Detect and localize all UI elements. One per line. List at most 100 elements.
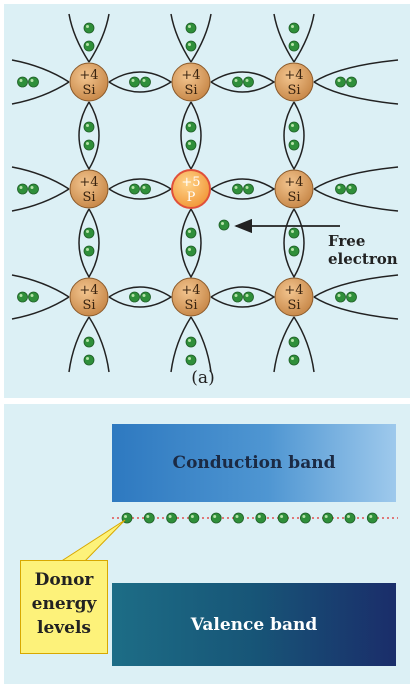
bond-curve xyxy=(11,166,70,190)
donor-electron xyxy=(210,512,222,524)
bond-curve xyxy=(11,81,70,105)
bond-curve xyxy=(313,296,399,320)
silicon-atom: +4Si xyxy=(69,62,109,102)
conduction-band: Conduction band xyxy=(112,424,396,502)
electron-highlight xyxy=(142,79,146,82)
silicon-charge-label: +4 xyxy=(79,283,98,298)
free-electron-label-line-2: electron xyxy=(328,250,398,268)
silicon-core xyxy=(171,62,211,102)
electron-highlight xyxy=(245,186,249,189)
donor-electron xyxy=(188,512,200,524)
silicon-charge-label: +4 xyxy=(79,68,98,83)
electron-highlight xyxy=(245,79,249,82)
bond-curve xyxy=(170,316,192,373)
electron-highlight xyxy=(280,515,284,518)
silicon-charge-label: +4 xyxy=(284,68,303,83)
electron-highlight xyxy=(86,230,89,233)
electron-highlight xyxy=(337,294,341,297)
donor-callout-pointer xyxy=(58,519,126,563)
bond-curve xyxy=(313,274,399,298)
donor-electron xyxy=(143,512,155,524)
electron-highlight xyxy=(337,79,341,82)
silicon-charge-label: +4 xyxy=(284,175,303,190)
electron-highlight xyxy=(131,79,135,82)
electron-highlight xyxy=(348,186,352,189)
electron-highlight xyxy=(234,79,238,82)
bond-curve xyxy=(11,188,70,212)
electron-highlight xyxy=(291,339,294,342)
silicon-atom: +4Si xyxy=(69,277,109,317)
silicon-core xyxy=(274,62,314,102)
electron-highlight xyxy=(86,357,89,360)
electron-highlight xyxy=(234,294,238,297)
electron-highlight xyxy=(142,294,146,297)
electron-highlight xyxy=(291,248,294,251)
bond-curve xyxy=(170,13,192,63)
phosphorus-symbol-label: P xyxy=(187,190,196,205)
phosphorus-charge-label: +5 xyxy=(181,175,200,190)
electron-highlight xyxy=(337,186,341,189)
electron-highlight xyxy=(188,124,191,127)
silicon-symbol-label: Si xyxy=(287,83,300,98)
electron-highlight xyxy=(291,43,294,46)
free-electron-label-line-1: Free xyxy=(328,232,366,250)
bond-curve xyxy=(108,286,173,308)
bond-curve xyxy=(293,13,315,63)
silicon-atom: +4Si xyxy=(274,277,314,317)
electron-highlight xyxy=(146,515,150,518)
bond-curve xyxy=(283,101,305,171)
bond-curve xyxy=(108,71,173,93)
electron-highlight xyxy=(86,339,89,342)
silicon-core xyxy=(274,169,314,209)
silicon-charge-label: +4 xyxy=(284,283,303,298)
bond-curve xyxy=(68,13,90,63)
bond-curve xyxy=(313,188,399,212)
bond-curve xyxy=(273,316,295,373)
bond-curve xyxy=(313,59,399,83)
electron-highlight xyxy=(213,515,217,518)
electron-highlight xyxy=(188,142,191,145)
electron-highlight xyxy=(142,186,146,189)
electron-highlight xyxy=(348,79,352,82)
electron-highlight xyxy=(188,230,191,233)
electron-highlight xyxy=(168,515,172,518)
valence-band: Valence band xyxy=(112,583,396,666)
bond-curve xyxy=(88,316,110,373)
bond-curve xyxy=(210,286,276,308)
electron-highlight xyxy=(291,142,294,145)
silicon-symbol-label: Si xyxy=(184,298,197,313)
electron-highlight xyxy=(188,339,191,342)
electron-highlight xyxy=(302,515,306,518)
bond-curve xyxy=(210,71,276,93)
silicon-atom: +4Si xyxy=(171,62,211,102)
donor-electron xyxy=(344,512,356,524)
electron-highlight xyxy=(124,515,127,518)
bond-curve xyxy=(88,13,110,63)
electron-highlight xyxy=(19,79,23,82)
figure-caption: (a) xyxy=(191,368,215,388)
electron-highlight xyxy=(30,186,34,189)
silicon-core xyxy=(274,277,314,317)
electron-highlight xyxy=(30,294,34,297)
electron-highlight xyxy=(188,25,191,28)
silicon-core xyxy=(69,62,109,102)
bond-curve xyxy=(210,178,276,200)
donor-electron xyxy=(322,512,334,524)
donor-electron xyxy=(299,512,311,524)
donor-energy-levels-box: Donor energy levels xyxy=(20,560,108,654)
silicon-symbol-label: Si xyxy=(287,190,300,205)
silicon-symbol-label: Si xyxy=(82,190,95,205)
electron-highlight xyxy=(348,294,352,297)
silicon-atom: +4Si xyxy=(274,169,314,209)
bond-curve xyxy=(11,274,70,298)
electron-highlight xyxy=(291,357,294,360)
electron-highlight xyxy=(19,186,23,189)
electron-highlight xyxy=(369,515,373,518)
electron-highlight xyxy=(86,25,89,28)
electron-highlight xyxy=(86,43,89,46)
donor-label-line-2: energy xyxy=(31,594,97,614)
bond-curve xyxy=(190,316,212,373)
electron-highlight xyxy=(235,515,239,518)
bond-curve xyxy=(313,166,399,190)
